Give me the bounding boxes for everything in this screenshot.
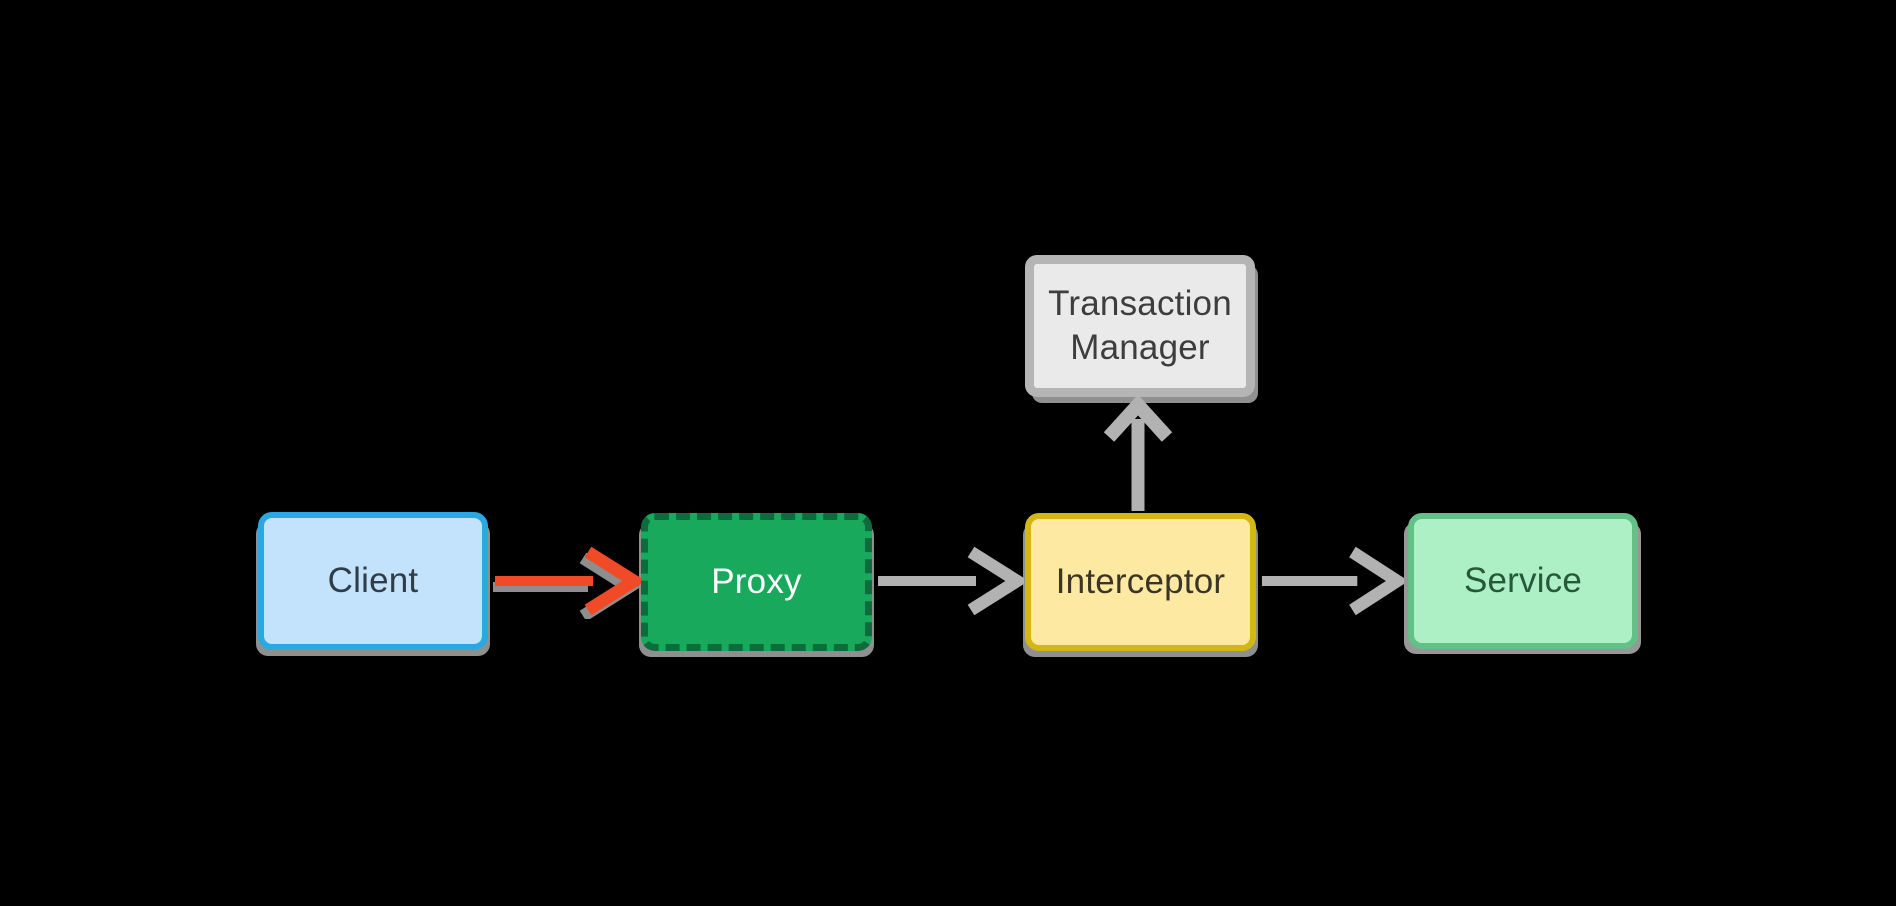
node-proxy-label: Proxy bbox=[711, 562, 802, 602]
node-service: Service bbox=[1408, 513, 1638, 649]
arrow-interceptor-to-service-icon bbox=[1260, 543, 1404, 619]
node-transaction-manager-label: Transaction Manager bbox=[1048, 282, 1232, 370]
node-service-label: Service bbox=[1463, 561, 1583, 601]
node-transaction-manager: Transaction Manager bbox=[1025, 255, 1255, 397]
node-interceptor: Interceptor bbox=[1025, 513, 1256, 651]
transaction-manager-line2: Manager bbox=[1070, 328, 1210, 367]
arrow-client-to-proxy-icon bbox=[493, 543, 641, 619]
node-interceptor-label: Interceptor bbox=[1055, 562, 1226, 602]
node-client-label: Client bbox=[327, 561, 419, 601]
node-proxy: Proxy bbox=[641, 513, 872, 651]
arrow-proxy-to-interceptor-icon bbox=[876, 543, 1024, 619]
arrow-interceptor-to-transaction-manager-icon bbox=[1102, 397, 1174, 513]
node-client: Client bbox=[258, 512, 488, 650]
transaction-manager-line1: Transaction bbox=[1048, 284, 1232, 324]
